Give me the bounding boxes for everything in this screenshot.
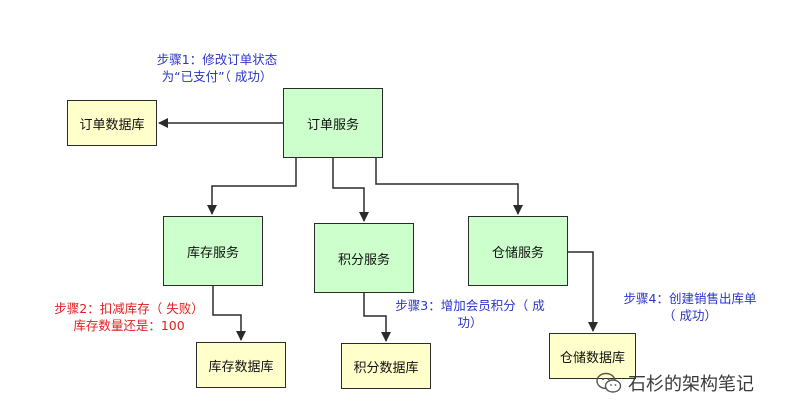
inventory-db-node: 库存数据库 bbox=[196, 342, 286, 388]
step4-line1: 步骤4：创建销售出库单 bbox=[623, 291, 757, 306]
points-db-label: 积分数据库 bbox=[353, 360, 419, 376]
wechat-icon bbox=[596, 372, 622, 393]
order-db-node: 订单数据库 bbox=[67, 100, 157, 146]
step3-note: 步骤3：增加会员积分（ 成 功） bbox=[390, 297, 550, 331]
edge-order-service-to-inventory-service bbox=[207, 158, 297, 215]
edge-inventory-service-to-inventory-db bbox=[212, 286, 246, 341]
step1-note: 步骤1：修改订单状态 为“已支付”（ 成功） bbox=[142, 51, 292, 85]
edge-points-service-to-points-db bbox=[363, 293, 391, 342]
step2-line2: 库存数量还是：100 bbox=[73, 318, 185, 333]
step3-line2: 功） bbox=[457, 315, 483, 330]
warehouse-service-label: 仓储服务 bbox=[491, 245, 544, 261]
inventory-service-node: 库存服务 bbox=[163, 216, 263, 286]
step4-note: 步骤4：创建销售出库单 （ 成功） bbox=[615, 290, 765, 324]
inventory-db-label: 库存数据库 bbox=[208, 359, 274, 375]
step2-line1: 步骤2：扣减库存（ 失败） bbox=[54, 301, 204, 316]
edge-order-service-to-points-service bbox=[332, 158, 369, 222]
edge-order-service-to-warehouse-service bbox=[375, 158, 523, 215]
warehouse-db-label: 仓储数据库 bbox=[559, 350, 625, 366]
step2-note: 步骤2：扣减库存（ 失败） 库存数量还是：100 bbox=[44, 300, 214, 334]
order-service-label: 订单服务 bbox=[306, 117, 359, 133]
watermark: 石杉的架构笔记 bbox=[596, 370, 754, 396]
step1-line2: 为“已支付”（ 成功） bbox=[161, 69, 273, 84]
warehouse-service-node: 仓储服务 bbox=[468, 216, 568, 286]
order-db-label: 订单数据库 bbox=[79, 117, 145, 133]
step1-line1: 步骤1：修改订单状态 bbox=[156, 52, 278, 67]
points-service-node: 积分服务 bbox=[314, 223, 414, 293]
step3-line1: 步骤3：增加会员积分（ 成 bbox=[395, 298, 545, 313]
points-db-node: 积分数据库 bbox=[341, 343, 431, 389]
edge-warehouse-service-to-warehouse-db bbox=[568, 251, 598, 332]
order-service-node: 订单服务 bbox=[283, 88, 383, 158]
points-service-label: 积分服务 bbox=[337, 252, 390, 268]
step4-line2: （ 成功） bbox=[663, 308, 717, 323]
warehouse-db-node: 仓储数据库 bbox=[549, 333, 636, 379]
watermark-text: 石杉的架构笔记 bbox=[628, 374, 754, 395]
inventory-service-label: 库存服务 bbox=[186, 245, 239, 261]
